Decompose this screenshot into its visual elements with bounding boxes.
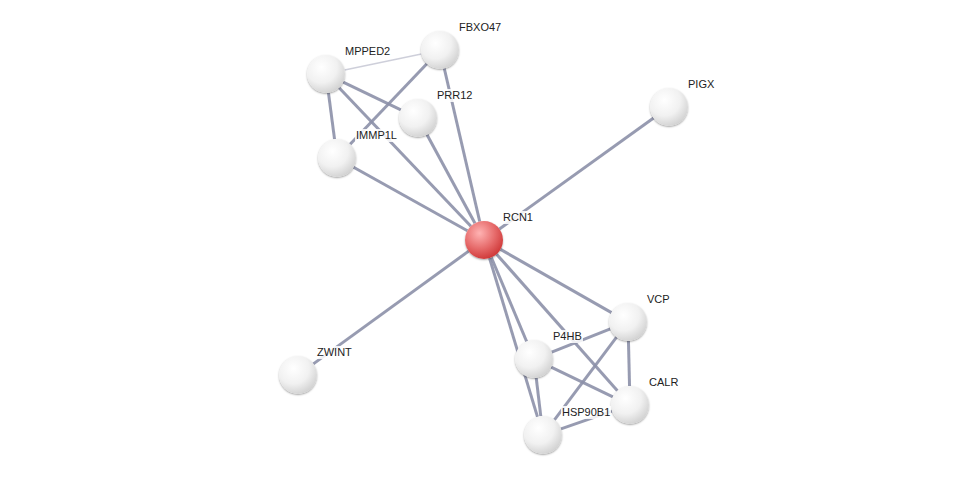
protein-label: PIGX: [687, 78, 715, 91]
protein-label: RCN1: [502, 211, 534, 224]
interaction-edge: [552, 329, 611, 352]
interaction-edge: [313, 251, 468, 364]
protein-node: PIGX: [650, 88, 688, 126]
protein-node: HSP90B1: [524, 416, 562, 454]
protein-label: VCP: [646, 293, 671, 306]
interaction-edge: [343, 82, 401, 110]
protein-node: IMMP1L: [318, 139, 356, 177]
protein-node: RCN1: [465, 221, 503, 259]
interaction-edge: [328, 93, 334, 139]
protein-label: PRR12: [436, 89, 473, 102]
protein-node: MPPED2: [307, 55, 345, 93]
interaction-edge: [628, 341, 629, 386]
protein-label: ZWINT: [316, 346, 353, 359]
interaction-edge: [501, 249, 612, 312]
protein-node: PRR12: [399, 99, 437, 137]
interaction-edge: [536, 378, 541, 416]
interaction-edge: [339, 88, 471, 226]
interaction-edge: [490, 258, 538, 417]
interaction-edge: [427, 135, 475, 224]
interaction-edge: [499, 118, 653, 229]
interaction-edge: [554, 337, 616, 420]
protein-node: ZWINT: [279, 356, 317, 394]
protein-label: P4HB: [552, 330, 583, 343]
protein-label: HSP90B1: [561, 406, 611, 419]
protein-label: IMMP1L: [355, 129, 398, 142]
protein-node: P4HB: [515, 340, 553, 378]
protein-node: VCP: [609, 303, 647, 341]
protein-label: CALR: [648, 376, 679, 389]
protein-label: MPPED2: [344, 45, 391, 58]
interaction-edge: [354, 167, 468, 230]
protein-node: FBXO47: [421, 31, 459, 69]
protein-node: CALR: [611, 386, 649, 424]
protein-label: FBXO47: [458, 21, 502, 34]
